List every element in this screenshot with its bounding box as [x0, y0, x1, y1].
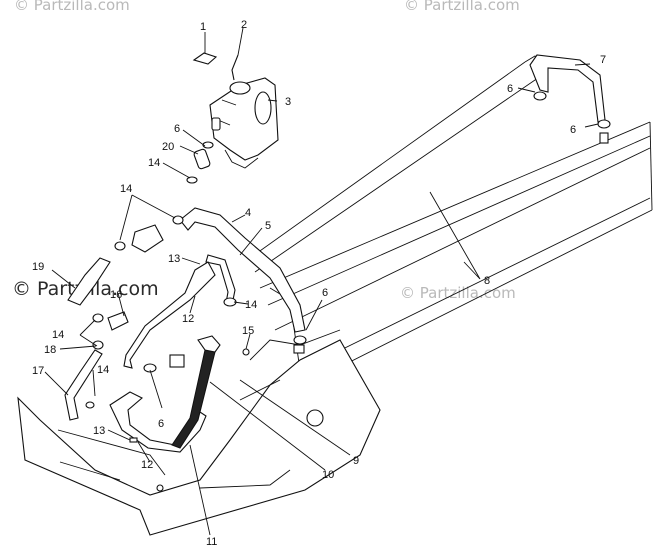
callout-6-hose4: 6 [322, 287, 328, 299]
clamp-14-hose19 [92, 313, 104, 323]
callout-1: 1 [200, 21, 206, 33]
callout-6-rear-upper: 6 [507, 83, 513, 95]
clamp-18 [92, 340, 104, 350]
callout-12-lower: 12 [141, 459, 153, 471]
callout-17: 17 [32, 365, 44, 377]
watermark-top-left: © Partzilla.com [14, 0, 130, 14]
callout-10: 10 [322, 469, 334, 481]
leader-lines [44, 27, 599, 536]
callout-14-tee: 14 [52, 329, 64, 341]
callout-5: 5 [265, 220, 271, 232]
watermark-right: © Partzilla.com [400, 284, 516, 302]
callout-14-hose17: 14 [97, 364, 109, 376]
callout-14-valve: 14 [120, 183, 132, 195]
screw-15 [242, 348, 250, 356]
clamp-14-top [186, 176, 198, 184]
callout-4: 4 [245, 207, 251, 219]
clamp-13-lower [129, 437, 138, 443]
callout-labels: 1 2 3 4 5 6 6 6 6 6 7 8 9 10 11 12 12 13… [32, 19, 606, 548]
callout-2: 2 [241, 19, 247, 31]
callout-7: 7 [600, 54, 606, 66]
fitting-20 [193, 148, 211, 170]
callout-13-upper: 13 [168, 253, 180, 265]
clamp-6-hose4 [293, 335, 307, 345]
oil-tank [209, 77, 279, 169]
fitting-hose4 [293, 344, 305, 354]
tunnel-rails [249, 55, 653, 383]
clamp-6-mid [143, 363, 157, 373]
callout-8: 8 [484, 275, 490, 287]
hose-4-part [179, 207, 306, 333]
callout-15: 15 [242, 325, 254, 337]
callout-12-upper: 12 [182, 313, 194, 325]
callout-9: 9 [353, 455, 359, 467]
hose-12-upper-part [123, 261, 216, 369]
clamp-6-rear-lower [597, 119, 611, 129]
callout-6-mid: 6 [158, 418, 164, 430]
hose-11-bend [197, 335, 221, 353]
callout-20: 20 [162, 141, 174, 153]
cap-part [192, 52, 218, 65]
clamp-14-valve-a [114, 241, 126, 251]
vent-tube-part [231, 54, 239, 81]
callout-3: 3 [285, 96, 291, 108]
callout-6-rear-lower: 6 [570, 124, 576, 136]
hose-19-part [67, 257, 111, 306]
clamp-14-hose17 [85, 401, 95, 409]
tee-16-part [107, 311, 129, 331]
callout-18: 18 [44, 344, 56, 356]
callout-14-tank: 14 [148, 157, 160, 169]
watermark-top-right: © Partzilla.com [404, 0, 520, 14]
callout-11: 11 [206, 536, 217, 548]
callout-14-hose5: 14 [245, 299, 257, 311]
fitting-rear [599, 132, 609, 144]
clamp-14-valve-b [172, 215, 184, 225]
valve-body [131, 224, 164, 253]
clamp-6-rear-upper [533, 91, 547, 101]
bracket-center [169, 354, 185, 368]
belly-pan [17, 329, 381, 536]
hose-7-part [529, 54, 606, 123]
hose-17-part [64, 349, 103, 421]
callout-6-tank: 6 [174, 123, 180, 135]
clamp-6-top [202, 141, 214, 149]
callout-13-lower: 13 [93, 425, 105, 437]
callout-16: 16 [110, 289, 122, 301]
callout-19: 19 [32, 261, 44, 273]
